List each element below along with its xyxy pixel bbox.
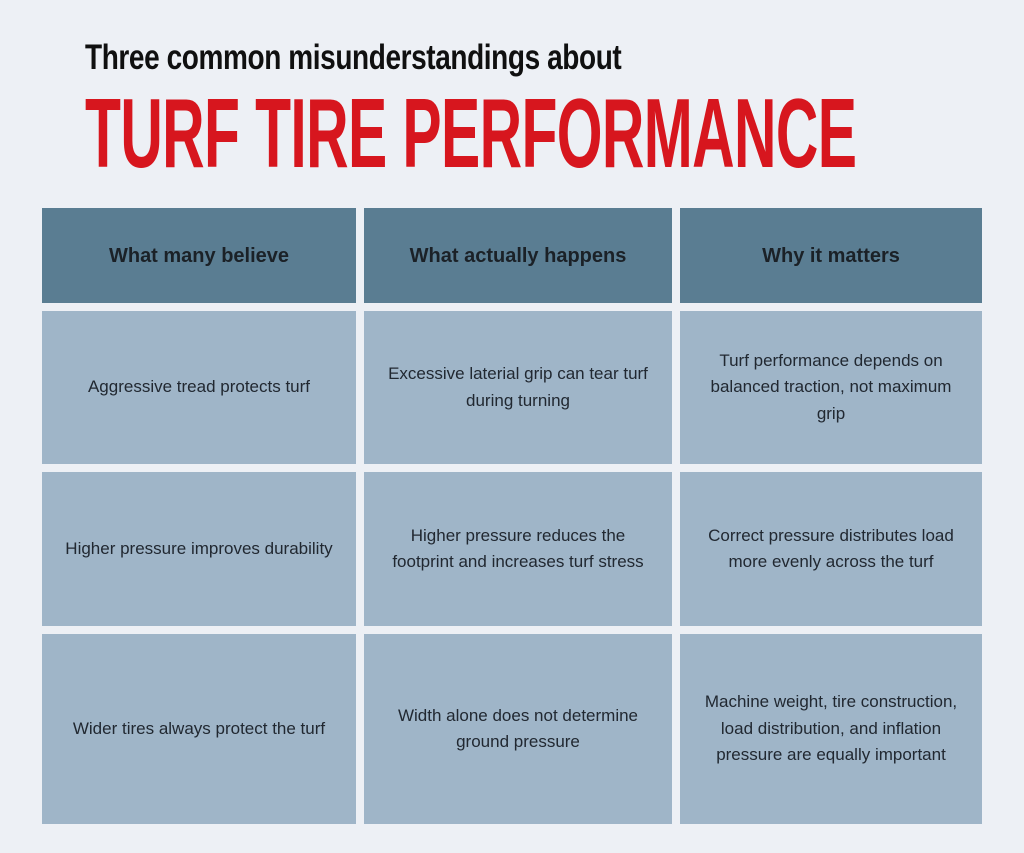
table-cell-row1-importance: Turf performance depends on balanced tra… [680, 311, 982, 464]
table-cell-row2-belief: Higher pressure improves durability [42, 472, 356, 626]
table-cell-row3-importance: Machine weight, tire construction, load … [680, 634, 982, 824]
comparison-table: What many believe What actually happens … [42, 208, 982, 824]
table-cell-row2-importance: Correct pressure distributes load more e… [680, 472, 982, 626]
column-header-why-it-matters: Why it matters [680, 208, 982, 303]
table-cell-row1-belief: Aggressive tread protects turf [42, 311, 356, 464]
table-cell-row2-reality: Higher pressure reduces the footprint an… [364, 472, 672, 626]
column-header-what-many-believe: What many believe [42, 208, 356, 303]
table-cell-row1-reality: Excessive laterial grip can tear turf du… [364, 311, 672, 464]
table-cell-row3-belief: Wider tires always protect the turf [42, 634, 356, 824]
table-cell-row3-reality: Width alone does not determine ground pr… [364, 634, 672, 824]
title-kicker: Three common misunderstandings about [85, 38, 622, 77]
page-title: TURF TIRE PERFORMANCE [85, 78, 857, 188]
column-header-what-actually-happens: What actually happens [364, 208, 672, 303]
